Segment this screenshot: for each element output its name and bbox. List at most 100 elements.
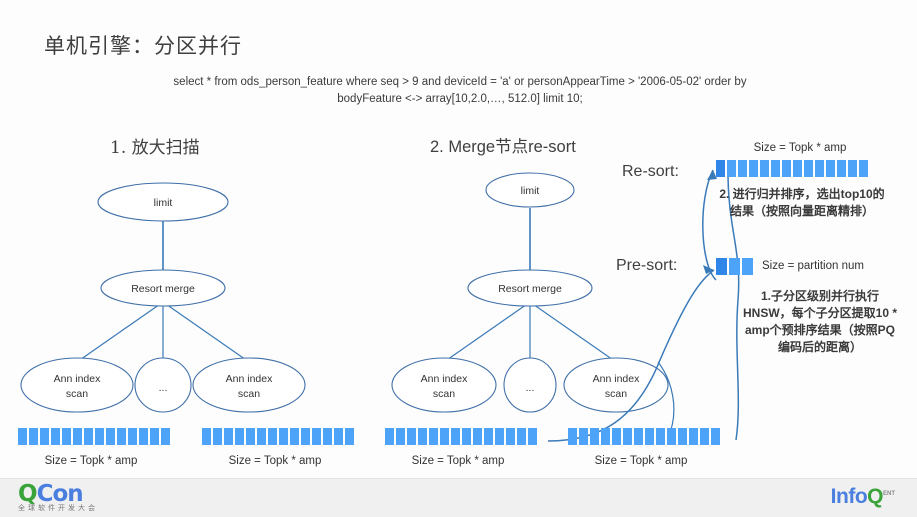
- bar-segment: [517, 428, 526, 445]
- bar-segment: [235, 428, 244, 445]
- bar-segment: [771, 160, 780, 177]
- bar-resort-result: [716, 160, 870, 177]
- bar-segment: [601, 428, 610, 445]
- qcon-logo-con: Con: [36, 481, 84, 507]
- section-heading-scan: 1. 放大扫描: [110, 138, 200, 158]
- bar-segment: [418, 428, 427, 445]
- bar-segment: [290, 428, 299, 445]
- stage-label-resort: Re-sort:: [622, 163, 679, 180]
- bar-segment: [716, 160, 725, 177]
- bar-segment: [716, 258, 727, 275]
- bar-left-scan-b: [202, 428, 356, 445]
- caption-mid-scan-a: Size = Topk * amp: [411, 455, 505, 467]
- node-ann-scan-left-1-label-line1: Ann index: [54, 373, 101, 385]
- node-resort-merge-left: [100, 269, 226, 307]
- caption-resort-size: Size = Topk * amp: [753, 142, 847, 154]
- page-title: 单机引擎：分区并行: [44, 34, 242, 58]
- bar-left-scan-a: [18, 428, 172, 445]
- bar-segment: [749, 160, 758, 177]
- node-ann-scan-mid-2-label-line1: Ann index: [593, 373, 640, 385]
- note-presort: 1.子分区级别并行执行HNSW，每个子分区提取10 * amp个预排序结果（按照…: [742, 289, 897, 354]
- bar-segment: [473, 428, 482, 445]
- bar-segment: [95, 428, 104, 445]
- node-resort-merge-mid: [467, 269, 593, 307]
- bar-segment: [837, 160, 846, 177]
- caption-left-scan-a: Size = Topk * amp: [44, 455, 138, 467]
- flow-connectors: [547, 169, 740, 442]
- bar-segment: [804, 160, 813, 177]
- bar-segment: [84, 428, 93, 445]
- bar-segment: [729, 258, 740, 275]
- bar-segment: [139, 428, 148, 445]
- node-ann-scan-left-1: [20, 357, 134, 413]
- bar-segment: [18, 428, 27, 445]
- bar-segment: [396, 428, 405, 445]
- section-heading-merge: 2. Merge节点re-sort: [430, 138, 576, 156]
- slide-footer: QCon 全球软件开发大会 InfoQENT: [0, 478, 917, 517]
- bar-segment: [528, 428, 537, 445]
- qcon-logo: QCon 全球软件开发大会: [18, 481, 98, 513]
- bar-segment: [279, 428, 288, 445]
- bar-segment: [859, 160, 868, 177]
- bar-segment: [106, 428, 115, 445]
- bar-segment: [246, 428, 255, 445]
- edge-merge-to-scan-mid-2: [529, 301, 617, 363]
- note-resort: 2. 进行归并排序，选出top10的结果（按照向量距离精排）: [719, 187, 885, 218]
- bar-segment: [40, 428, 49, 445]
- bar-segment: [73, 428, 82, 445]
- bar-segment: [117, 428, 126, 445]
- edge-merge-to-scan-mid-1: [443, 301, 531, 363]
- node-ann-scan-mid-2: [563, 357, 669, 413]
- node-limit-mid: [485, 172, 575, 208]
- bar-segment: [623, 428, 632, 445]
- node-ann-scan-mid-2-label-line2: scan: [605, 388, 627, 400]
- arrowhead-resort: [707, 170, 717, 180]
- bar-segment: [429, 428, 438, 445]
- bar-segment: [334, 428, 343, 445]
- bar-segment: [202, 428, 211, 445]
- bar-segment: [506, 428, 515, 445]
- node-limit-left-label: limit: [154, 197, 173, 209]
- bar-segment: [484, 428, 493, 445]
- bar-segment: [224, 428, 233, 445]
- qcon-logo-q: Q: [18, 481, 38, 507]
- curve-resort-trunk: [727, 171, 740, 441]
- bar-segment: [150, 428, 159, 445]
- infoq-logo-tm: ENT: [883, 491, 895, 497]
- bar-segment: [793, 160, 802, 177]
- node-ann-scan-left-2: [192, 357, 306, 413]
- bar-mid-scan-a: [385, 428, 539, 445]
- node-ann-scan-mid-1: [391, 357, 497, 413]
- bar-segment: [848, 160, 857, 177]
- bar-segment: [568, 428, 577, 445]
- infoq-logo: InfoQENT: [831, 485, 895, 509]
- bar-mid-scan-b: [568, 428, 722, 445]
- node-ann-scan-left-1-label-line2: scan: [66, 388, 88, 400]
- node-ellipsis-mid-label: ...: [526, 382, 535, 394]
- arrowhead-presort: [703, 265, 714, 274]
- edge-merge-to-scan-left-2: [162, 301, 250, 363]
- bar-segment: [700, 428, 709, 445]
- node-ann-scan-left-2-label-line1: Ann index: [226, 373, 273, 385]
- bar-segment: [257, 428, 266, 445]
- bar-segment: [782, 160, 791, 177]
- bar-segment: [301, 428, 310, 445]
- bar-segment: [727, 160, 736, 177]
- right-plan-tree: limit Resort merge Ann index scan ... An…: [391, 172, 669, 413]
- bar-segment: [826, 160, 835, 177]
- left-plan-tree: limit Resort merge Ann index scan ... An…: [20, 182, 306, 413]
- infoq-logo-info: Info: [830, 485, 868, 508]
- sql-query-block: select * from ods_person_feature where s…: [120, 74, 800, 108]
- curve-scan-to-presort: [547, 269, 715, 442]
- node-ellipsis-left: [134, 357, 192, 413]
- bar-segment: [495, 428, 504, 445]
- sql-line-2: bodyFeature <-> array[10,2.0,…, 512.0] l…: [337, 93, 583, 105]
- bar-segment: [667, 428, 676, 445]
- bar-segment: [29, 428, 38, 445]
- bar-segment: [645, 428, 654, 445]
- node-resort-merge-mid-label: Resort merge: [498, 283, 562, 295]
- bar-segment: [385, 428, 394, 445]
- curve-presort-to-resort: [702, 169, 717, 281]
